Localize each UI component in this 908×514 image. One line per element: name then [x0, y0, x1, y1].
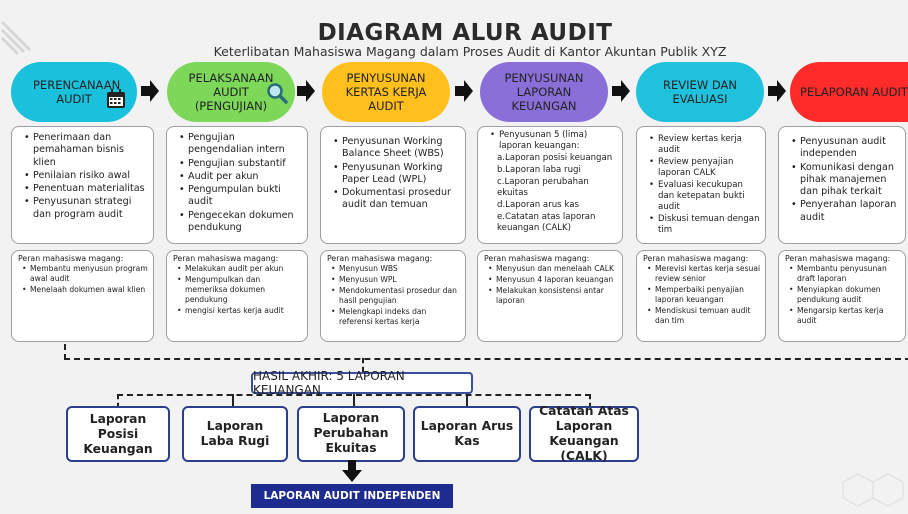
- activity-item: Diskusi temuan dengan tim: [649, 214, 761, 236]
- phase-penyusunan-kka: PENYUSUNAN KERTAS KERJA AUDIT: [322, 62, 450, 122]
- phase-pelaksanaan: PELAKSANAAN AUDIT (PENGUJIAN): [167, 62, 295, 122]
- report-posisi-keuangan: Laporan Posisi Keuangan: [66, 406, 170, 462]
- report-perubahan-ekuitas: Laporan Perubahan Ekuitas: [297, 406, 405, 462]
- connector-mid2: [353, 394, 355, 406]
- arrow-right-icon: [297, 80, 315, 102]
- activity-item: Pengujian pengendalian intern: [179, 132, 303, 157]
- arrow-right-icon: [612, 80, 630, 102]
- role-item: Melakukan konsistensi antar laporan: [488, 286, 618, 306]
- arrow-right-icon: [768, 80, 786, 102]
- phase-review: REVIEW DAN EVALUASI: [636, 62, 764, 122]
- activity-item: Pengecekan dokumen pendukung: [179, 210, 303, 235]
- activity-item: Penyerahan laporan audit: [791, 199, 901, 224]
- role-item: Memperbaiki penyajian laporan keuangan: [647, 285, 761, 305]
- activity-item: e.Catatan atas laporan keuangan (CALK): [497, 212, 596, 233]
- phase-label: PENYUSUNAN KERTAS KERJA AUDIT: [345, 71, 427, 113]
- activity-intro: Penyusunan 5 (lima) laporan keuangan:: [490, 130, 618, 152]
- final-report-box: LAPORAN AUDIT INDEPENDEN: [251, 484, 453, 508]
- role-item: Membantu penyusunan draft laporan: [789, 264, 901, 284]
- role-item: Menyusun WPL: [331, 275, 461, 285]
- diagram-title: DIAGRAM ALUR AUDIT: [317, 20, 613, 46]
- connector-mid3: [466, 394, 468, 406]
- role-item: Mendokumentasi prosedur dan hasil penguj…: [331, 286, 461, 306]
- roles-box-perencanaan: Peran mahasiswa magang: Membantu menyusu…: [11, 250, 154, 342]
- activity-item: Dokumentasi prosedur audit dan temuan: [333, 187, 461, 212]
- activity-item: Penerimaan dan pemahaman bisnis klien: [24, 132, 149, 169]
- phase-penyusunan-lk: PENYUSUNAN LAPORAN KEUANGAN: [480, 62, 608, 122]
- role-item: Membantu menyusun program awal audit: [22, 264, 149, 284]
- phase-label: PERENCANAAN AUDIT: [33, 78, 121, 106]
- activity-item: Penyusunan strategi dan program audit: [24, 196, 149, 221]
- role-item: Mendiskusi temuan audit dan tim: [647, 306, 761, 326]
- activity-item: Penilaian risiko awal: [24, 170, 149, 183]
- activity-item: Pengujian substantif: [179, 158, 303, 171]
- roles-box-pelaksanaan: Peran mahasiswa magang: Melakukan audit …: [166, 250, 308, 342]
- roles-header: Peran mahasiswa magang:: [327, 254, 433, 263]
- phase-label: PENYUSUNAN LAPORAN KEUANGAN: [504, 71, 584, 113]
- activity-item: c.Laporan perubahan ekuitas: [497, 177, 589, 198]
- activity-item: Pengumpulan bukti audit: [179, 184, 303, 209]
- calendar-icon: [107, 89, 125, 108]
- roles-box-penyusunan-kka: Peran mahasiswa magang: Menyusun WBS Men…: [320, 250, 466, 342]
- activity-item: d.Laporan arus kas: [497, 200, 579, 210]
- activity-item: Komunikasi dengan pihak manajemen dan pi…: [791, 162, 901, 199]
- activity-item: Penentuan materialitas: [24, 183, 149, 196]
- roles-header: Peran mahasiswa magang:: [484, 254, 590, 263]
- phase-pelaporan: PELAPORAN AUDIT: [790, 62, 908, 122]
- role-item: mengisi kertas kerja audit: [177, 306, 303, 316]
- activity-item: Review penyajian laporan CALK: [649, 157, 761, 179]
- roles-header: Peran mahasiswa magang:: [643, 254, 749, 263]
- activities-box-pelaksanaan: Pengujian pengendalian intern Pengujian …: [166, 126, 308, 244]
- activity-item: Penyusunan audit independen: [791, 136, 901, 161]
- arrow-down-icon: [342, 460, 362, 482]
- role-item: Menyusun WBS: [331, 264, 461, 274]
- decorative-hexagons: [842, 473, 904, 507]
- arrow-right-icon: [455, 80, 473, 102]
- roles-header: Peran mahasiswa magang:: [785, 254, 891, 263]
- connector-top: [64, 344, 908, 360]
- phase-label: PELAKSANAAN AUDIT (PENGUJIAN): [188, 71, 274, 113]
- phase-label: PELAPORAN AUDIT: [800, 85, 908, 99]
- activity-item: b.Laporan laba rugi: [497, 165, 581, 175]
- arrow-right-icon: [141, 80, 159, 102]
- activities-box-pelaporan: Penyusunan audit independen Komunikasi d…: [778, 126, 906, 244]
- report-calk: Catatan Atas Laporan Keuangan (CALK): [529, 404, 639, 463]
- phase-label: REVIEW DAN EVALUASI: [663, 78, 737, 106]
- diagram-subtitle: Keterlibatan Mahasiswa Magang dalam Pros…: [213, 44, 727, 59]
- roles-box-review: Peran mahasiswa magang: Merevisi kertas …: [636, 250, 766, 342]
- connector-drop: [362, 358, 364, 372]
- role-item: Mengarsip kertas kerja audit: [789, 306, 901, 326]
- report-laba-rugi: Laporan Laba Rugi: [182, 406, 288, 462]
- magnifier-icon: [267, 83, 288, 104]
- activities-box-review: Review kertas kerja audit Review penyaji…: [636, 126, 766, 244]
- role-item: Melengkapi indeks dan referensi kertas k…: [331, 307, 461, 327]
- activity-item: Audit per akun: [179, 171, 303, 184]
- activity-item: Penyusunan Working Balance Sheet (WBS): [333, 136, 461, 161]
- activities-box-perencanaan: Penerimaan dan pemahaman bisnis klien Pe…: [11, 126, 154, 244]
- activities-box-penyusunan-kka: Penyusunan Working Balance Sheet (WBS) P…: [320, 126, 466, 244]
- result-box: HASIL AKHIR: 5 LAPORAN KEUANGAN: [251, 369, 473, 397]
- role-item: Menyiapkan dokumen pendukung audit: [789, 285, 901, 305]
- roles-box-pelaporan: Peran mahasiswa magang: Membantu penyusu…: [778, 250, 906, 342]
- role-item: Mengumpulkan dan memeriksa dokumen pendu…: [177, 275, 303, 305]
- roles-header: Peran mahasiswa magang:: [18, 254, 124, 263]
- roles-box-penyusunan-lk: Peran mahasiswa magang: Menyusun dan men…: [477, 250, 623, 342]
- connector-mid1: [232, 394, 234, 406]
- role-item: Menyusun dan menelaah CALK: [488, 264, 618, 274]
- role-item: Menyusun 4 laporan keuangan: [488, 275, 618, 285]
- activity-item: Review kertas kerja audit: [649, 134, 761, 156]
- role-item: Menelaah dokumen awal klien: [22, 285, 149, 295]
- activities-box-penyusunan-lk: Penyusunan 5 (lima) laporan keuangan: a.…: [477, 126, 623, 244]
- activity-item: Evaluasi kecukupan dan ketepatan bukti a…: [649, 180, 761, 213]
- activity-item: Penyusunan Working Paper Lead (WPL): [333, 162, 461, 187]
- phase-perencanaan: PERENCANAAN AUDIT: [11, 62, 137, 122]
- roles-header: Peran mahasiswa magang:: [173, 254, 279, 263]
- role-item: Merevisi kertas kerja sesuai review seni…: [647, 264, 761, 284]
- role-item: Melakukan audit per akun: [177, 264, 303, 274]
- decorative-stripes: [0, 20, 32, 56]
- report-arus-kas: Laporan Arus Kas: [413, 406, 521, 462]
- activity-item: a.Laporan posisi keuangan: [497, 153, 613, 163]
